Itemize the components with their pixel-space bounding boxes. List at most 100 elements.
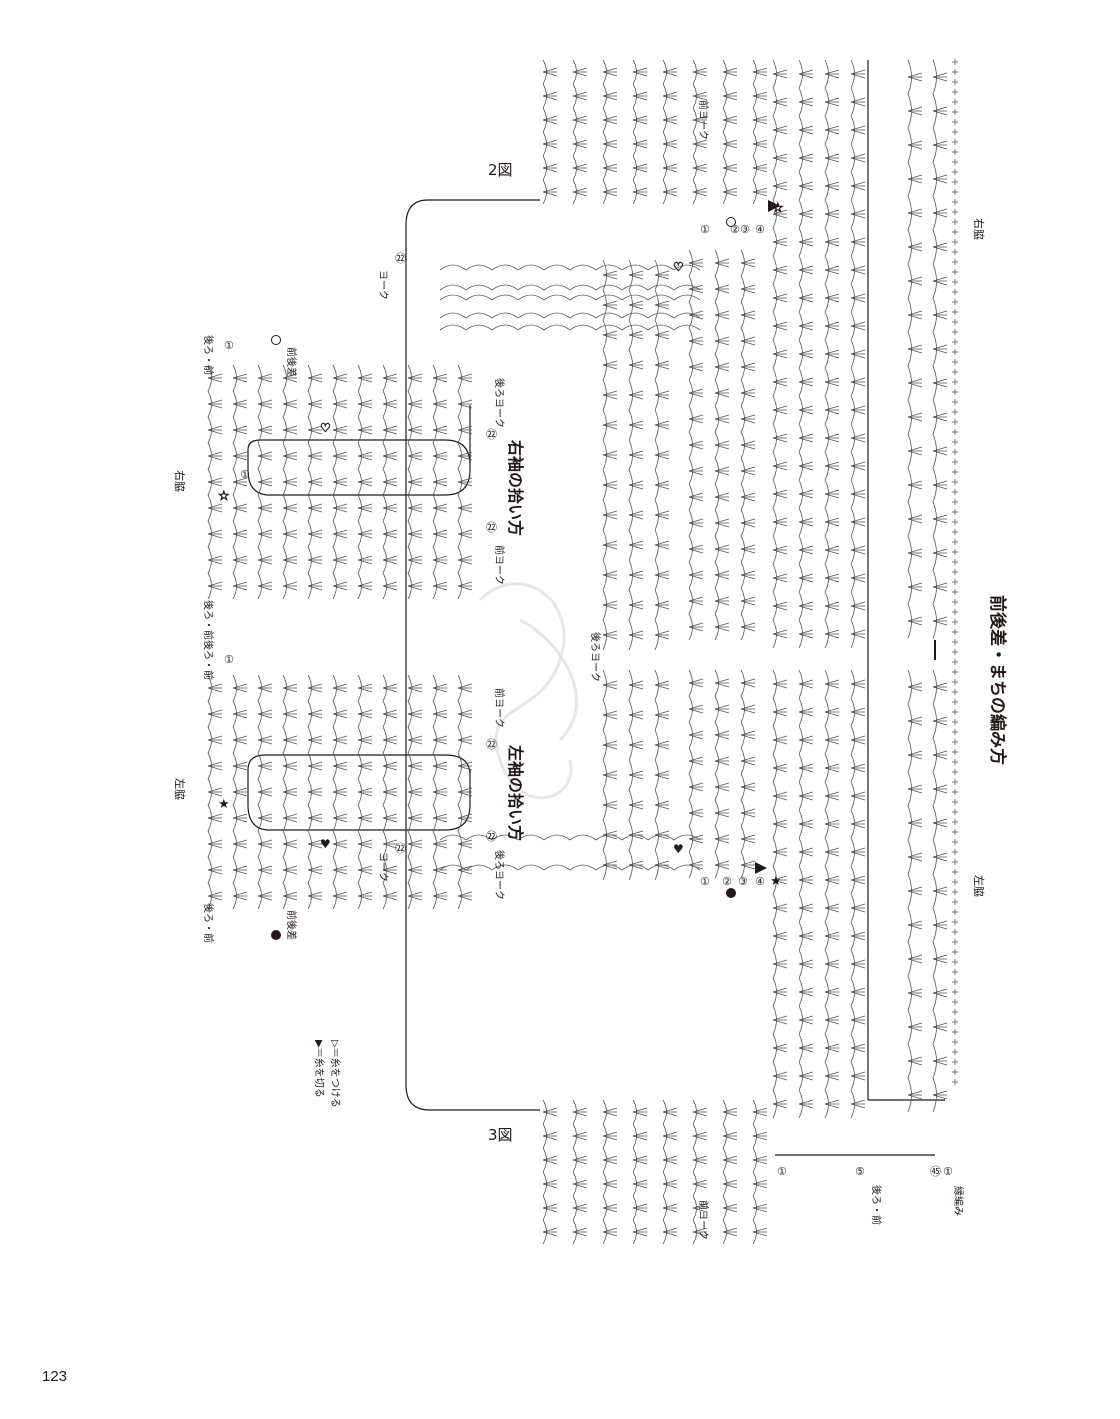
dc-stitch: [772, 735, 788, 741]
dc-stitch: [407, 559, 423, 565]
chain-arch: [543, 294, 571, 301]
dc-stitch: [382, 455, 398, 461]
dc-stitch: [798, 1071, 814, 1077]
dc-stitch: [824, 931, 840, 937]
dc-stitch: [357, 891, 373, 897]
dc-stitch: [688, 444, 704, 450]
dc-stitch: [722, 1227, 738, 1233]
row-2-top: ②: [730, 223, 740, 236]
dc-stitch: [632, 115, 648, 121]
dc-stitch: [628, 420, 644, 426]
dc-stitch: [740, 314, 756, 320]
dc-stitch: [722, 163, 738, 169]
dc-stitch: [232, 399, 248, 405]
dc-stitch: [772, 823, 788, 829]
dc-stitch: [798, 847, 814, 853]
dc-stitch: [798, 409, 814, 415]
stitch-column: [572, 1099, 588, 1245]
yoke-label-bottom: ヨーク: [377, 852, 389, 882]
dc-stitch: [752, 95, 768, 101]
heart-marker-sleeve-right: ♡: [320, 421, 331, 435]
dc-stitch: [602, 364, 618, 370]
dc-stitch: [722, 95, 738, 101]
dc-stitch: [357, 507, 373, 513]
dc-stitch: [602, 544, 618, 550]
dc-stitch: [798, 181, 814, 187]
dc-stitch: [824, 549, 840, 555]
dc-stitch: [752, 167, 768, 173]
dc-stitch: [602, 740, 618, 746]
dc-stitch: [907, 548, 923, 554]
dc-stitch: [752, 1231, 768, 1237]
dc-stitch: [772, 321, 788, 327]
dc-stitch: [654, 364, 670, 370]
dc-stitch: [907, 348, 923, 354]
chain-arch: [439, 264, 467, 271]
dc-stitch: [332, 555, 348, 561]
dc-stitch: [602, 1183, 618, 1189]
dc-stitch: [798, 269, 814, 275]
dc-stitch: [907, 988, 923, 994]
dc-stitch: [662, 163, 678, 169]
dc-stitch: [332, 455, 348, 461]
dc-stitch: [798, 209, 814, 215]
dc-stitch: [798, 935, 814, 941]
dc-stitch: [798, 875, 814, 881]
dc-stitch: [932, 548, 948, 554]
back-front-label: 後ろ・前: [870, 1185, 883, 1225]
dc-stitch: [850, 931, 866, 937]
dc-stitch: [714, 708, 730, 714]
dc-stitch: [932, 620, 948, 626]
dc-stitch: [457, 765, 473, 771]
dc-stitch: [688, 756, 704, 762]
dc-stitch: [654, 394, 670, 400]
dc-stitch: [740, 444, 756, 450]
dc-stitch: [688, 418, 704, 424]
dc-stitch: [257, 787, 273, 793]
dc-stitch: [740, 760, 756, 766]
dc-stitch: [232, 865, 248, 871]
row-3-top: ③: [740, 223, 750, 236]
dc-stitch: [907, 552, 923, 558]
dc-stitch: [307, 865, 323, 871]
dc-stitch: [907, 178, 923, 184]
dc-stitch: [714, 366, 730, 372]
dc-stitch: [654, 770, 670, 776]
dc-stitch: [907, 344, 923, 350]
dc-stitch: [382, 713, 398, 719]
dc-stitch: [457, 403, 473, 409]
dc-stitch: [542, 1231, 558, 1237]
dc-stitch: [572, 167, 588, 173]
dc-stitch: [457, 373, 473, 379]
front-back-diff-label-2: 前後差: [285, 910, 298, 940]
dc-stitch: [824, 153, 840, 159]
dc-stitch: [740, 362, 756, 368]
dc-stitch: [740, 730, 756, 736]
dc-stitch: [257, 481, 273, 487]
dc-stitch: [654, 514, 670, 520]
stitch-column: [628, 669, 644, 881]
dc-stitch: [850, 1071, 866, 1077]
dc-stitch: [798, 991, 814, 997]
dc-stitch: [772, 601, 788, 607]
chain-arch: [647, 284, 675, 291]
dc-stitch: [714, 864, 730, 870]
dc-stitch: [752, 115, 768, 121]
dc-stitch: [602, 1231, 618, 1237]
dc-stitch: [850, 489, 866, 495]
dc-stitch: [850, 819, 866, 825]
dc-stitch: [850, 521, 866, 527]
dc-stitch: [907, 76, 923, 82]
dc-stitch: [692, 1183, 708, 1189]
dc-stitch: [798, 683, 814, 689]
dc-stitch: [907, 1060, 923, 1066]
dc-stitch: [714, 570, 730, 576]
dc-stitch: [257, 813, 273, 819]
dc-stitch: [752, 1159, 768, 1165]
dc-stitch: [382, 817, 398, 823]
chain-arch: [647, 864, 675, 871]
stitch-column: [457, 674, 473, 910]
dc-stitch: [432, 787, 448, 793]
dc-stitch: [824, 823, 840, 829]
text-labels: 前後差・まちの編み方 右袖の拾い方 左袖の拾い方 2図 3図 右脇 左脇 右脇 …: [173, 100, 1008, 1240]
